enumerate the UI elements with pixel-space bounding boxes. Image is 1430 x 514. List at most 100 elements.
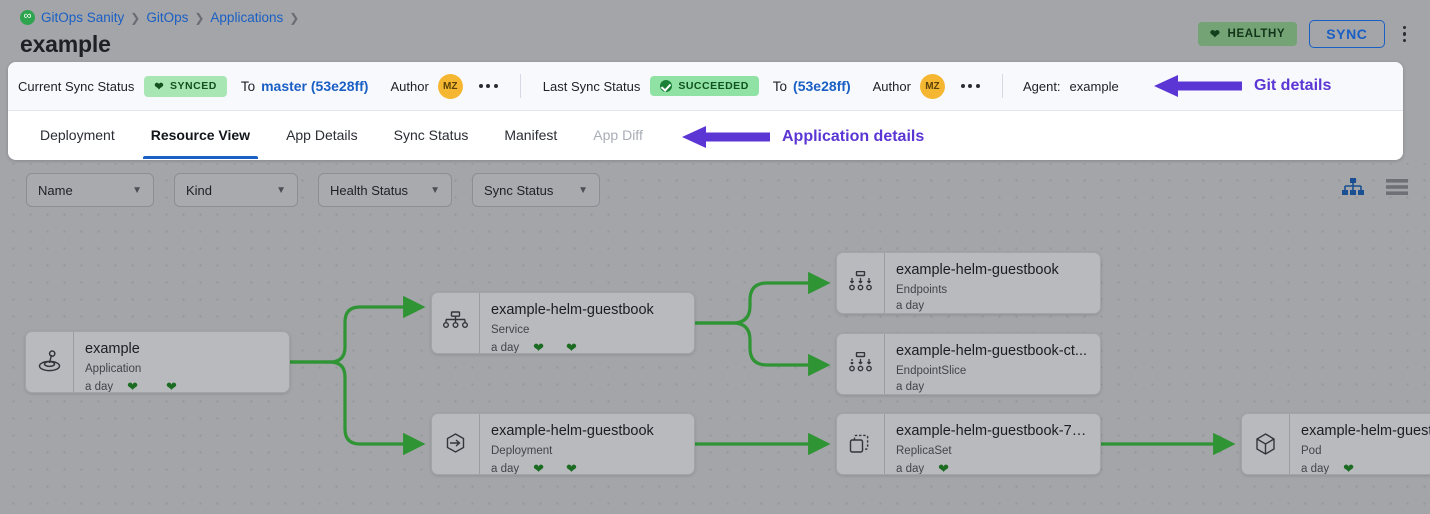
arrow-left-icon bbox=[682, 126, 770, 148]
node-content: example-helm-guestbook-74... Pod a day ❤ bbox=[1290, 414, 1430, 474]
node-age: a day bbox=[491, 463, 520, 474]
last-sync-status-value: SUCCEEDED bbox=[678, 80, 749, 92]
graph-node-application[interactable]: example Application a day ❤ ❤ bbox=[25, 331, 290, 393]
node-content: example-helm-guestbook-ct... EndpointSli… bbox=[885, 334, 1097, 394]
page-title: example bbox=[20, 31, 111, 57]
current-author-label: Author bbox=[390, 78, 429, 94]
gitops-logo-icon bbox=[20, 7, 35, 25]
heart-icon: ❤ bbox=[1209, 27, 1221, 41]
node-meta: a day bbox=[896, 300, 1059, 312]
node-meta: a day bbox=[896, 381, 1087, 393]
filter-health-status-dropdown[interactable]: Health Status ▼ bbox=[318, 173, 452, 207]
status-badge-label: HEALTHY bbox=[1227, 28, 1286, 40]
kebab-menu-icon[interactable] bbox=[1397, 22, 1413, 47]
status-badge-healthy: ❤ HEALTHY bbox=[1197, 22, 1298, 46]
node-kind: ReplicaSet bbox=[896, 445, 952, 457]
divider bbox=[519, 74, 521, 98]
agent-label: Agent: bbox=[1022, 78, 1061, 94]
divider bbox=[1001, 74, 1003, 98]
chevron-down-icon: ▼ bbox=[430, 184, 440, 196]
chevron-down-icon: ▼ bbox=[578, 184, 588, 196]
breadcrumb-separator-icon: ❯ bbox=[289, 10, 300, 25]
last-sync-status-label: Last Sync Status bbox=[542, 78, 641, 94]
avatar[interactable]: MZ bbox=[437, 73, 463, 99]
current-sync-status-value: SYNCED bbox=[170, 80, 217, 92]
health-heart-icon: ❤ bbox=[533, 461, 545, 474]
current-sync-overflow-icon[interactable] bbox=[478, 84, 498, 88]
tab-bar: Deployment Resource View App Details Syn… bbox=[8, 111, 1403, 159]
arrow-left-icon bbox=[1154, 75, 1242, 97]
replicaset-icon bbox=[837, 414, 885, 474]
top-header: GitOps Sanity ❯ GitOps ❯ Applications ❯ … bbox=[0, 0, 1430, 64]
breadcrumb-separator-icon: ❯ bbox=[194, 10, 205, 25]
graph-node-endpointslice[interactable]: example-helm-guestbook-ct... EndpointSli… bbox=[836, 333, 1101, 395]
node-kind: EndpointSlice bbox=[896, 365, 967, 377]
node-meta: a day ❤ ❤ bbox=[85, 379, 177, 392]
heart-icon: ❤ bbox=[154, 80, 165, 93]
tab-label: App Diff bbox=[593, 127, 643, 143]
breadcrumb-separator-icon: ❯ bbox=[130, 10, 141, 25]
node-age: a day bbox=[1301, 463, 1330, 474]
last-sync-overflow-icon[interactable] bbox=[960, 84, 980, 88]
node-age: a day bbox=[896, 463, 925, 474]
view-toggle-group bbox=[1342, 178, 1408, 196]
health-heart-icon: ❤ bbox=[127, 379, 139, 392]
graph-node-service[interactable]: example-helm-guestbook Service a day ❤ ❤ bbox=[431, 292, 695, 354]
tab-label: App Details bbox=[286, 127, 358, 143]
current-sync-status-label: Current Sync Status bbox=[18, 78, 135, 94]
sync-button[interactable]: SYNC bbox=[1309, 20, 1385, 48]
chevron-down-icon: ▼ bbox=[132, 184, 142, 196]
filter-kind-dropdown[interactable]: Kind ▼ bbox=[174, 173, 298, 207]
agent-value: example bbox=[1069, 78, 1119, 94]
health-heart-icon: ❤ bbox=[938, 461, 950, 474]
annotation-application-details: Application details bbox=[680, 125, 924, 149]
node-title: example-helm-guestbook bbox=[896, 262, 1059, 278]
tree-view-icon[interactable] bbox=[1342, 178, 1364, 196]
current-sync-status-badge: ❤ SYNCED bbox=[144, 75, 227, 97]
endpoints-icon bbox=[837, 253, 885, 313]
breadcrumb-item-gitops[interactable]: GitOps bbox=[146, 10, 189, 25]
avatar[interactable]: MZ bbox=[919, 73, 945, 99]
node-title: example-helm-guestbook bbox=[491, 423, 654, 439]
graph-node-replicaset[interactable]: example-helm-guestbook-74... ReplicaSet … bbox=[836, 413, 1101, 475]
endpointslice-icon bbox=[837, 334, 885, 394]
graph-node-deployment[interactable]: example-helm-guestbook Deployment a day … bbox=[431, 413, 695, 475]
tab-resource-view[interactable]: Resource View bbox=[133, 111, 268, 159]
tab-manifest[interactable]: Manifest bbox=[486, 111, 575, 159]
health-heart-icon: ❤ bbox=[1343, 461, 1355, 474]
list-view-icon[interactable] bbox=[1386, 178, 1408, 196]
breadcrumb-item-applications[interactable]: Applications bbox=[210, 10, 284, 25]
node-age: a day bbox=[85, 381, 114, 392]
breadcrumb: GitOps Sanity ❯ GitOps ❯ Applications ❯ bbox=[20, 7, 300, 25]
check-circle-icon bbox=[660, 80, 673, 92]
node-content: example-helm-guestbook-74... ReplicaSet … bbox=[885, 414, 1100, 474]
service-icon bbox=[432, 293, 480, 353]
tab-deployment[interactable]: Deployment bbox=[22, 111, 133, 159]
filter-sync-status-dropdown[interactable]: Sync Status ▼ bbox=[472, 173, 600, 207]
breadcrumb-item-gitops-sanity[interactable]: GitOps Sanity bbox=[41, 10, 125, 25]
node-meta: a day ❤ bbox=[1301, 461, 1430, 474]
filter-label: Sync Status bbox=[484, 182, 554, 198]
sync-heart-icon: ❤ bbox=[166, 379, 177, 392]
node-kind: Deployment bbox=[491, 445, 553, 457]
node-content: example-helm-guestbook Service a day ❤ ❤ bbox=[480, 293, 664, 353]
header-actions: ❤ HEALTHY SYNC bbox=[1197, 20, 1413, 48]
chevron-down-icon: ▼ bbox=[276, 184, 286, 196]
pod-icon bbox=[1242, 414, 1290, 474]
graph-node-pod[interactable]: example-helm-guestbook-74... Pod a day ❤ bbox=[1241, 413, 1430, 475]
sync-heart-icon: ❤ bbox=[566, 461, 577, 474]
graph-node-endpoints[interactable]: example-helm-guestbook Endpoints a day bbox=[836, 252, 1101, 314]
last-revision-link[interactable]: (53e28ff) bbox=[793, 78, 851, 94]
node-kind: Pod bbox=[1301, 445, 1322, 457]
node-title: example-helm-guestbook-74... bbox=[1301, 423, 1430, 439]
tab-label: Resource View bbox=[150, 127, 251, 143]
filter-bar: Name ▼ Kind ▼ Health Status ▼ Sync Statu… bbox=[26, 173, 600, 207]
current-to-label: To bbox=[240, 78, 256, 94]
filter-name-dropdown[interactable]: Name ▼ bbox=[26, 173, 154, 207]
current-revision-link[interactable]: master (53e28ff) bbox=[261, 78, 369, 94]
tab-sync-status[interactable]: Sync Status bbox=[376, 111, 487, 159]
tab-app-diff: App Diff bbox=[575, 111, 661, 159]
tab-app-details[interactable]: App Details bbox=[268, 111, 376, 159]
filter-label: Kind bbox=[186, 182, 213, 198]
